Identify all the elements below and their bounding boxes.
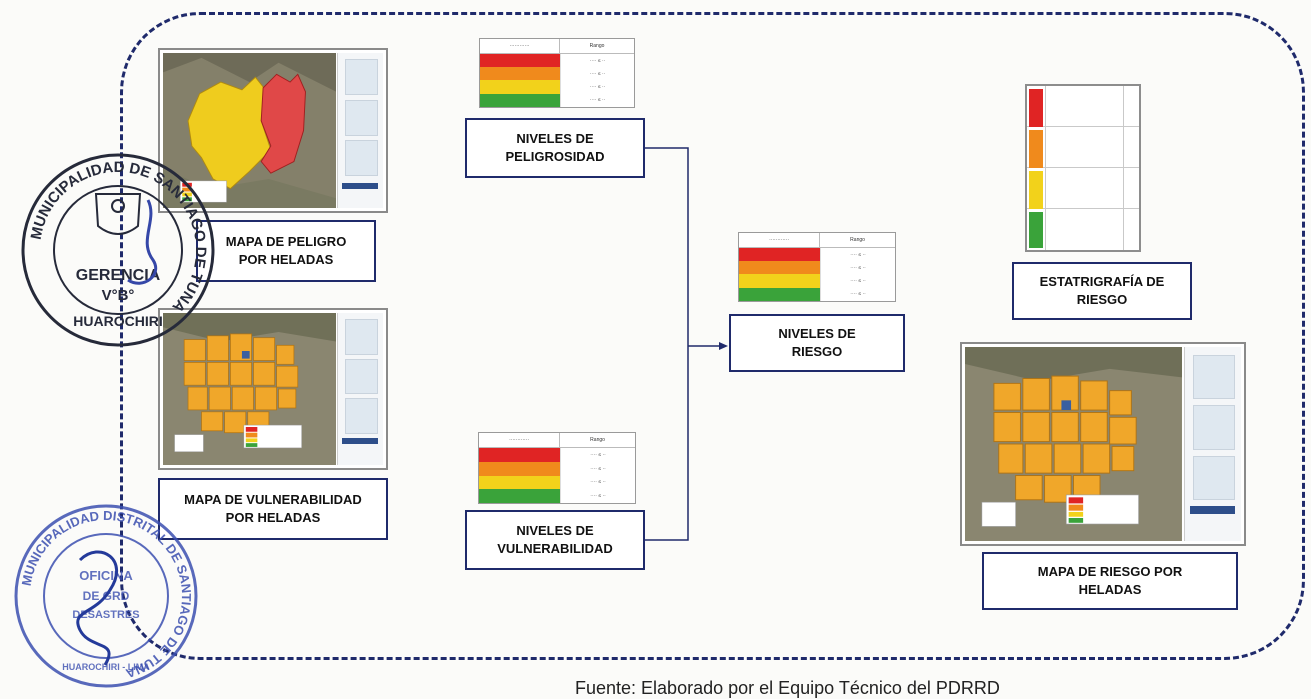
gerencia-signature xyxy=(127,199,157,285)
dashed-process-frame xyxy=(120,12,1305,660)
label-risk-map: MAPA DE RIESGO POR HELADAS xyxy=(982,552,1238,610)
connector-vulnerabilidad xyxy=(645,346,689,541)
oficina-line1: OFICINA xyxy=(79,568,133,583)
connector-peligrosidad xyxy=(645,147,689,346)
hazard-map-image xyxy=(163,53,337,208)
risk-map-image xyxy=(965,347,1182,541)
legend-swatch-low xyxy=(480,93,561,107)
oficina-seal-stamp: MUNICIPALIDAD DISTRITAL DE SANTIAGO DE T… xyxy=(14,504,198,688)
gerencia-seal-stamp: MUNICIPALIDAD DE SANTIAGO DE TUNA GERENC… xyxy=(21,153,215,347)
hazard-map-thumbnail xyxy=(158,48,388,213)
legend-swatch-high xyxy=(480,67,561,81)
vulnerability-levels-legend: ············ Rango ···· ≤ ·· ···· ≤ ·· ·… xyxy=(478,432,636,504)
hazard-map-sidebar xyxy=(336,53,383,208)
risk-map-thumbnail xyxy=(960,342,1246,546)
vulnerability-map-image xyxy=(163,313,337,465)
figure-source-caption: Fuente: Elaborado por el Equipo Técnico … xyxy=(575,678,1000,698)
gerencia-bottom: HUAROCHIRI xyxy=(73,313,162,329)
oficina-line3: DESASTRES xyxy=(72,609,139,621)
legend-range-header: Rango xyxy=(560,39,634,54)
strat-low xyxy=(1029,212,1043,248)
legend-swatch-medium xyxy=(480,80,561,94)
vulnerability-map-thumbnail xyxy=(158,308,388,470)
gerencia-line1: GERENCIA xyxy=(76,267,161,284)
label-vulnerability-map: MAPA DE VULNERABILIDAD POR HELADAS xyxy=(158,478,388,540)
label-risk-stratigraphy: ESTATRIGRAFÍA DE RIESGO xyxy=(1012,262,1192,320)
legend-level-header: ············ xyxy=(480,39,561,54)
oficina-signature xyxy=(76,550,118,666)
label-vulnerability-levels: NIVELES DE VULNERABILIDAD xyxy=(465,510,645,570)
label-hazard-map: MAPA DE PELIGRO POR HELADAS xyxy=(196,220,376,282)
gerencia-line2: V°B° xyxy=(102,287,135,304)
risk-levels-legend: ············ Rango ···· ≤ ·· ···· ≤ ·· ·… xyxy=(738,232,896,302)
label-hazard-levels: NIVELES DE PELIGROSIDAD xyxy=(465,118,645,178)
strat-medium xyxy=(1029,171,1043,209)
hazard-levels-legend: ············ Rango ···· ≤ ·· ···· ≤ ·· ·… xyxy=(479,38,635,108)
arrow-head-icon xyxy=(719,342,728,350)
vulnerability-map-sidebar xyxy=(336,313,383,465)
label-risk-levels: NIVELES DE RIESGO xyxy=(729,314,905,372)
risk-stratigraphy-table xyxy=(1025,84,1141,252)
oficina-bottom: HUAROCHIRI - LIMA xyxy=(62,662,150,672)
strat-very-high xyxy=(1029,89,1043,127)
risk-map-sidebar xyxy=(1183,347,1241,541)
strat-high xyxy=(1029,130,1043,168)
legend-swatch-very-high xyxy=(480,53,561,68)
